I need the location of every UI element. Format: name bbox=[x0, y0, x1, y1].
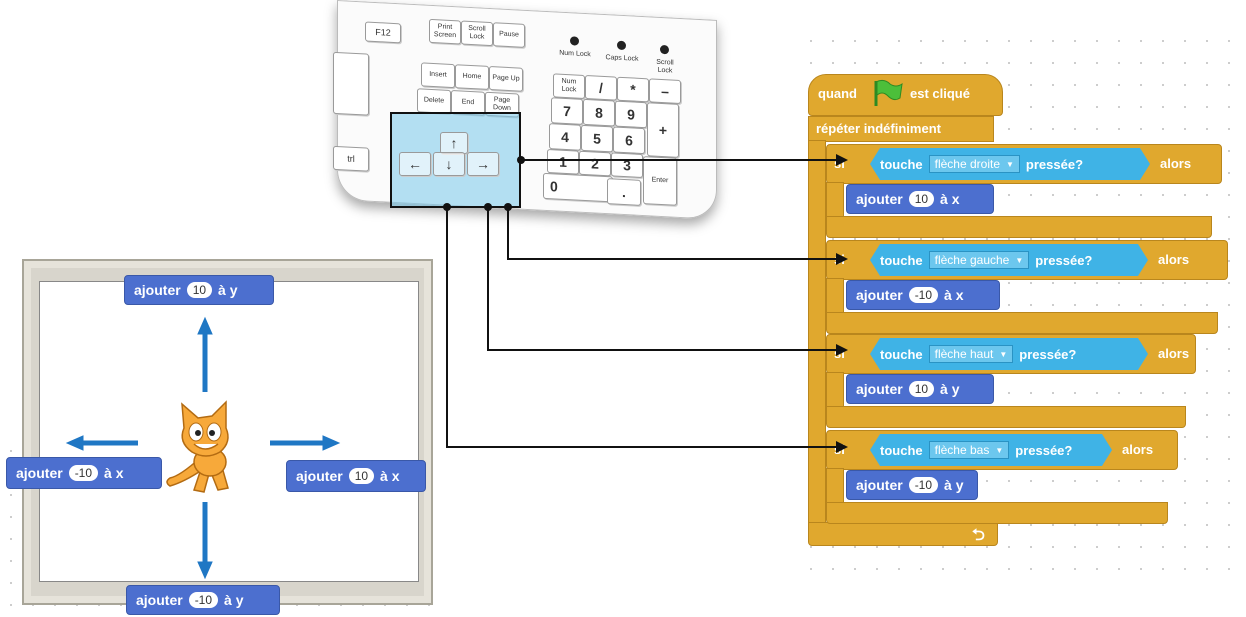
connector-down bbox=[446, 207, 838, 448]
head-left bbox=[836, 253, 848, 265]
then-label: alors bbox=[1158, 346, 1190, 361]
if-block-bottom[interactable] bbox=[826, 502, 1168, 524]
block-value-input[interactable]: 10 bbox=[348, 468, 375, 484]
touch-label: touche bbox=[880, 346, 923, 362]
head-up bbox=[836, 344, 848, 356]
block-verb: ajouter bbox=[136, 592, 183, 608]
chevron-down-icon: ▼ bbox=[1015, 255, 1024, 265]
hat-clicked-label: est cliqué bbox=[910, 86, 970, 101]
then-label: alors bbox=[1122, 442, 1154, 457]
key-select-dropdown[interactable]: flèche gauche ▼ bbox=[929, 251, 1030, 269]
block-verb: ajouter bbox=[16, 465, 63, 481]
touch-label: touche bbox=[880, 156, 923, 172]
pressed-label: pressée? bbox=[1015, 442, 1073, 458]
block-verb: ajouter bbox=[296, 468, 343, 484]
block-verb: ajouter bbox=[856, 381, 903, 397]
block-verb: ajouter bbox=[856, 287, 903, 303]
hat-when-label: quand bbox=[818, 86, 857, 101]
pressed-label: pressée? bbox=[1025, 156, 1084, 172]
key-pressed-sensing-block[interactable]: touche flèche gauche ▼ pressée? bbox=[870, 244, 1148, 276]
block-tail: à y bbox=[218, 282, 238, 298]
block-value-input[interactable]: 10 bbox=[908, 381, 935, 397]
block-verb: ajouter bbox=[856, 191, 903, 207]
hat-block[interactable] bbox=[808, 74, 1003, 116]
block-tail: à x bbox=[104, 465, 124, 481]
dot-up bbox=[484, 203, 492, 211]
block-tail: à x bbox=[380, 468, 400, 484]
key-pressed-sensing-block[interactable]: touche flèche droite ▼ pressée? bbox=[870, 148, 1150, 180]
if-block-bottom[interactable] bbox=[826, 406, 1186, 428]
chevron-down-icon: ▼ bbox=[1006, 159, 1014, 169]
then-label: alors bbox=[1160, 156, 1192, 171]
block-value-input[interactable]: 10 bbox=[186, 282, 213, 298]
arrow-down-head bbox=[197, 561, 213, 580]
block-value-input[interactable]: -10 bbox=[908, 477, 939, 493]
then-label: alors bbox=[1158, 252, 1190, 267]
block-tail: à y bbox=[944, 477, 964, 493]
block-verb: ajouter bbox=[134, 282, 181, 298]
key-select-value: flèche bas bbox=[934, 443, 990, 457]
connector-left bbox=[507, 207, 838, 260]
block-value-input[interactable]: -10 bbox=[188, 592, 219, 608]
green-flag-icon bbox=[874, 79, 903, 106]
block-tail: à x bbox=[944, 287, 964, 303]
pressed-label: pressée? bbox=[1035, 252, 1093, 268]
stage-block-right[interactable]: ajouter 10 à x bbox=[286, 460, 426, 492]
touch-label: touche bbox=[880, 252, 923, 268]
pressed-label: pressée? bbox=[1019, 346, 1077, 362]
head-down bbox=[836, 441, 848, 453]
motion-change-block[interactable]: ajouter 10 à x bbox=[846, 184, 994, 214]
block-value-input[interactable]: -10 bbox=[68, 465, 99, 481]
key-arrow-down: ↓ bbox=[433, 152, 465, 176]
connector-up bbox=[487, 207, 838, 351]
dot-left bbox=[504, 203, 512, 211]
stage-block-left[interactable]: ajouter -10 à x bbox=[6, 457, 162, 489]
if-block-bottom[interactable] bbox=[826, 216, 1212, 238]
block-verb: ajouter bbox=[856, 477, 903, 493]
if-block-bottom[interactable] bbox=[826, 312, 1218, 334]
dot-down bbox=[443, 203, 451, 211]
arrow-left-head bbox=[65, 435, 84, 451]
key-select-dropdown[interactable]: flèche droite ▼ bbox=[929, 155, 1020, 173]
key-select-value: flèche droite bbox=[934, 157, 1000, 171]
key-arrow-right: → bbox=[467, 152, 499, 176]
scratch-cat-sprite bbox=[166, 400, 229, 493]
stage-direction-arrows bbox=[65, 316, 341, 580]
block-tail: à y bbox=[224, 592, 244, 608]
loop-arrow-icon: ⮌ bbox=[972, 527, 985, 544]
forever-block-bottom[interactable] bbox=[808, 522, 998, 546]
key-select-value: flèche haut bbox=[934, 347, 994, 361]
arrow-up-head bbox=[197, 316, 213, 335]
chevron-down-icon: ▼ bbox=[995, 445, 1004, 455]
motion-change-block[interactable]: ajouter -10 à x bbox=[846, 280, 1000, 310]
key-select-dropdown[interactable]: flèche haut ▼ bbox=[929, 345, 1014, 363]
block-value-input[interactable]: -10 bbox=[908, 287, 939, 303]
arrow-right-head bbox=[322, 435, 341, 451]
key-select-value: flèche gauche bbox=[934, 253, 1010, 267]
key-select-dropdown[interactable]: flèche bas ▼ bbox=[929, 441, 1010, 459]
forever-block-top[interactable] bbox=[808, 116, 994, 142]
forever-label: répéter indéfiniment bbox=[816, 121, 941, 136]
motion-change-block[interactable]: ajouter -10 à y bbox=[846, 470, 978, 500]
head-right bbox=[836, 154, 848, 166]
block-tail: à x bbox=[940, 191, 960, 207]
chevron-down-icon: ▼ bbox=[999, 349, 1008, 359]
block-value-input[interactable]: 10 bbox=[908, 191, 935, 207]
motion-change-block[interactable]: ajouter 10 à y bbox=[846, 374, 994, 404]
key-pressed-sensing-block[interactable]: touche flèche bas ▼ pressée? bbox=[870, 434, 1112, 466]
key-arrow-left: ← bbox=[399, 152, 431, 176]
block-tail: à y bbox=[940, 381, 960, 397]
stage-block-up[interactable]: ajouter 10 à y bbox=[124, 275, 274, 305]
dot-right bbox=[517, 156, 525, 164]
touch-label: touche bbox=[880, 442, 923, 458]
key-pressed-sensing-block[interactable]: touche flèche haut ▼ pressée? bbox=[870, 338, 1148, 370]
stage-block-down[interactable]: ajouter -10 à y bbox=[126, 585, 280, 615]
